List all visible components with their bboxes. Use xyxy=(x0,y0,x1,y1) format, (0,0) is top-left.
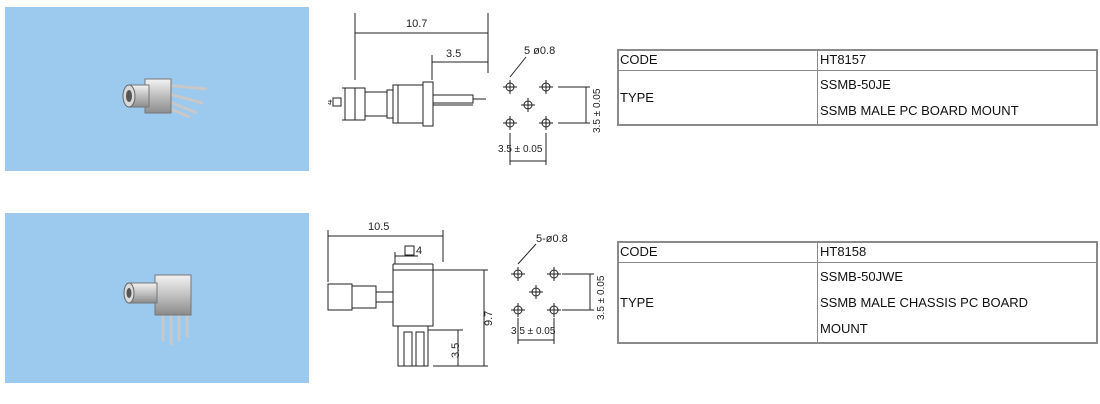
dim-width-label: 10.5 xyxy=(368,221,389,233)
spec-table-ht8157: CODE HT8157 TYPE SSMB-50JE SSMB MALE PC … xyxy=(617,49,1098,126)
code-label: CODE xyxy=(617,49,818,71)
holes-label: 5 ø0.8 xyxy=(524,45,555,57)
table-row: TYPE SSMB-50JE SSMB MALE PC BOARD MOUNT xyxy=(617,70,1098,126)
type-line: MOUNT xyxy=(820,321,868,336)
pitch-horizontal-label: 3.5 ± 0.05 xyxy=(511,326,556,337)
dim-pin-label: 3.5 xyxy=(450,343,462,358)
code-value: HT8157 xyxy=(817,49,1098,71)
type-label: TYPE xyxy=(617,262,818,344)
type-line: SSMB MALE PC BOARD MOUNT xyxy=(820,103,1019,118)
product-photo-ht8158 xyxy=(5,213,309,383)
product-photo-ht8157 xyxy=(5,7,309,171)
spec-table-ht8158: CODE HT8158 TYPE SSMB-50JWE SSMB MALE CH… xyxy=(617,241,1098,344)
dim-width-label: 10.7 xyxy=(406,18,427,30)
dimension-drawing-ht8158: 10.5 4 9.7 3.5 5-ø0.8 3.5 ± 0.05 3.5 ± 0… xyxy=(318,212,608,387)
pitch-vertical-label: 3.5 ± 0.05 xyxy=(596,275,607,320)
table-row: TYPE SSMB-50JWE SSMB MALE CHASSIS PC BOA… xyxy=(617,262,1098,344)
connector-photo-icon xyxy=(123,274,192,345)
type-line: SSMB-50JWE xyxy=(820,269,904,284)
table-row: CODE HT8158 xyxy=(617,241,1098,263)
code-value: HT8158 xyxy=(817,241,1098,263)
holes-label: 5-ø0.8 xyxy=(536,233,568,245)
type-line: SSMB MALE CHASSIS PC BOARD xyxy=(820,295,1029,310)
dim-square-label: 4 xyxy=(328,99,335,105)
dim-square-label: 4 xyxy=(416,245,422,257)
type-line: SSMB-50JE xyxy=(820,77,891,92)
dim-tail-label: 3.5 xyxy=(446,48,461,60)
dimension-drawing-ht8157: 10.7 3.5 4 5 ø0.8 3.5 ± 0.05 3.5 ± 0.05 xyxy=(324,5,608,170)
connector-photo-icon xyxy=(122,78,208,119)
table-row: CODE HT8157 xyxy=(617,49,1098,71)
dim-height-label: 9.7 xyxy=(483,311,495,326)
pitch-vertical-label: 3.5 ± 0.05 xyxy=(592,88,603,133)
pitch-horizontal-label: 3.5 ± 0.05 xyxy=(498,144,543,155)
code-label: CODE xyxy=(617,241,818,263)
type-value: SSMB-50JWE SSMB MALE CHASSIS PC BOARD MO… xyxy=(817,262,1098,344)
type-label: TYPE xyxy=(617,70,818,126)
type-value: SSMB-50JE SSMB MALE PC BOARD MOUNT xyxy=(817,70,1098,126)
